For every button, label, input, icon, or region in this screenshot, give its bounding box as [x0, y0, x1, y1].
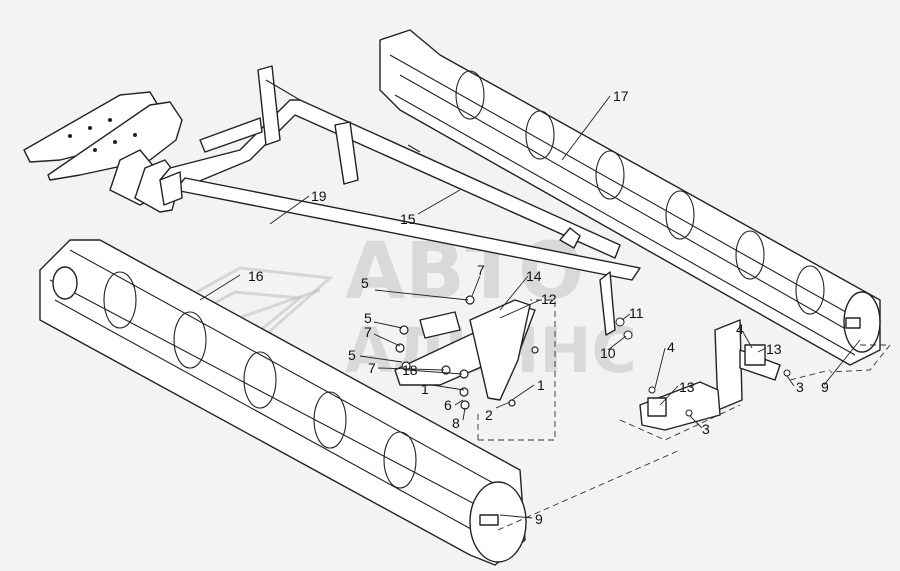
- leader-lines: [199, 95, 861, 519]
- callout-16: 16: [248, 268, 264, 284]
- callout-7-low: 7: [368, 360, 376, 376]
- callout-15: 15: [400, 211, 416, 227]
- callout-1-left: 1: [421, 381, 429, 397]
- callout-5-low: 5: [348, 347, 356, 363]
- callout-19: 19: [311, 188, 327, 204]
- callout-8: 8: [452, 415, 460, 431]
- callout-12: 12: [541, 291, 557, 307]
- callout-6: 6: [444, 397, 452, 413]
- callout-10: 10: [600, 345, 616, 361]
- center-mount: [394, 295, 539, 410]
- callout-9-left: 9: [535, 511, 543, 527]
- callout-7-top: 7: [477, 262, 485, 278]
- callout-5-mid: 5: [364, 310, 372, 326]
- callout-18: 18: [402, 362, 418, 378]
- alignment-lines: [477, 299, 891, 531]
- callout-17: 17: [613, 88, 629, 104]
- callout-3-right: 3: [796, 379, 804, 395]
- roller-right: [379, 29, 881, 366]
- roller-left: [39, 239, 527, 566]
- callout-13-right: 13: [766, 341, 782, 357]
- callout-labels: 17 19 15 16 7 14 5 12 5 7 5 7 18 1 1 6 2…: [248, 88, 829, 527]
- callout-4-left: 4: [667, 339, 675, 355]
- callout-14: 14: [526, 268, 542, 284]
- callout-5-top: 5: [361, 275, 369, 291]
- hitch-bracket-left: [23, 91, 183, 213]
- callout-1-right: 1: [537, 377, 545, 393]
- callout-13-left: 13: [679, 379, 695, 395]
- frame-beam: [159, 65, 641, 281]
- callout-11: 11: [629, 305, 644, 321]
- right-bearing-group: [599, 271, 791, 431]
- callout-4-right: 4: [736, 321, 744, 337]
- callout-2: 2: [485, 407, 493, 423]
- callout-7-mid: 7: [364, 324, 372, 340]
- callout-9-right: 9: [821, 379, 829, 395]
- callout-3-left: 3: [702, 421, 710, 437]
